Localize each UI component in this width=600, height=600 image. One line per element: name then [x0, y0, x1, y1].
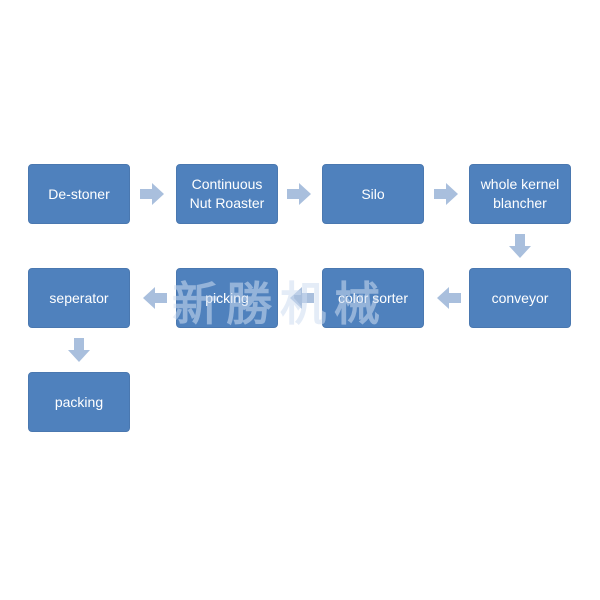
arrow-down-icon	[68, 338, 90, 362]
step-continuous-nut-roaster: Continuous Nut Roaster	[176, 164, 278, 224]
step-seperator: seperator	[28, 268, 130, 328]
step-picking: picking	[176, 268, 278, 328]
step-silo: Silo	[322, 164, 424, 224]
arrow-right-icon	[287, 183, 311, 205]
arrow-right-icon	[434, 183, 458, 205]
step-color-sorter: color sorter	[322, 268, 424, 328]
step-conveyor: conveyor	[469, 268, 571, 328]
step-destoner: De-stoner	[28, 164, 130, 224]
step-whole-kernel-blancher: whole kernel blancher	[469, 164, 571, 224]
arrow-right-icon	[140, 183, 164, 205]
arrow-down-icon	[509, 234, 531, 258]
arrow-left-icon	[290, 287, 314, 309]
arrow-left-icon	[437, 287, 461, 309]
arrow-left-icon	[143, 287, 167, 309]
step-packing: packing	[28, 372, 130, 432]
